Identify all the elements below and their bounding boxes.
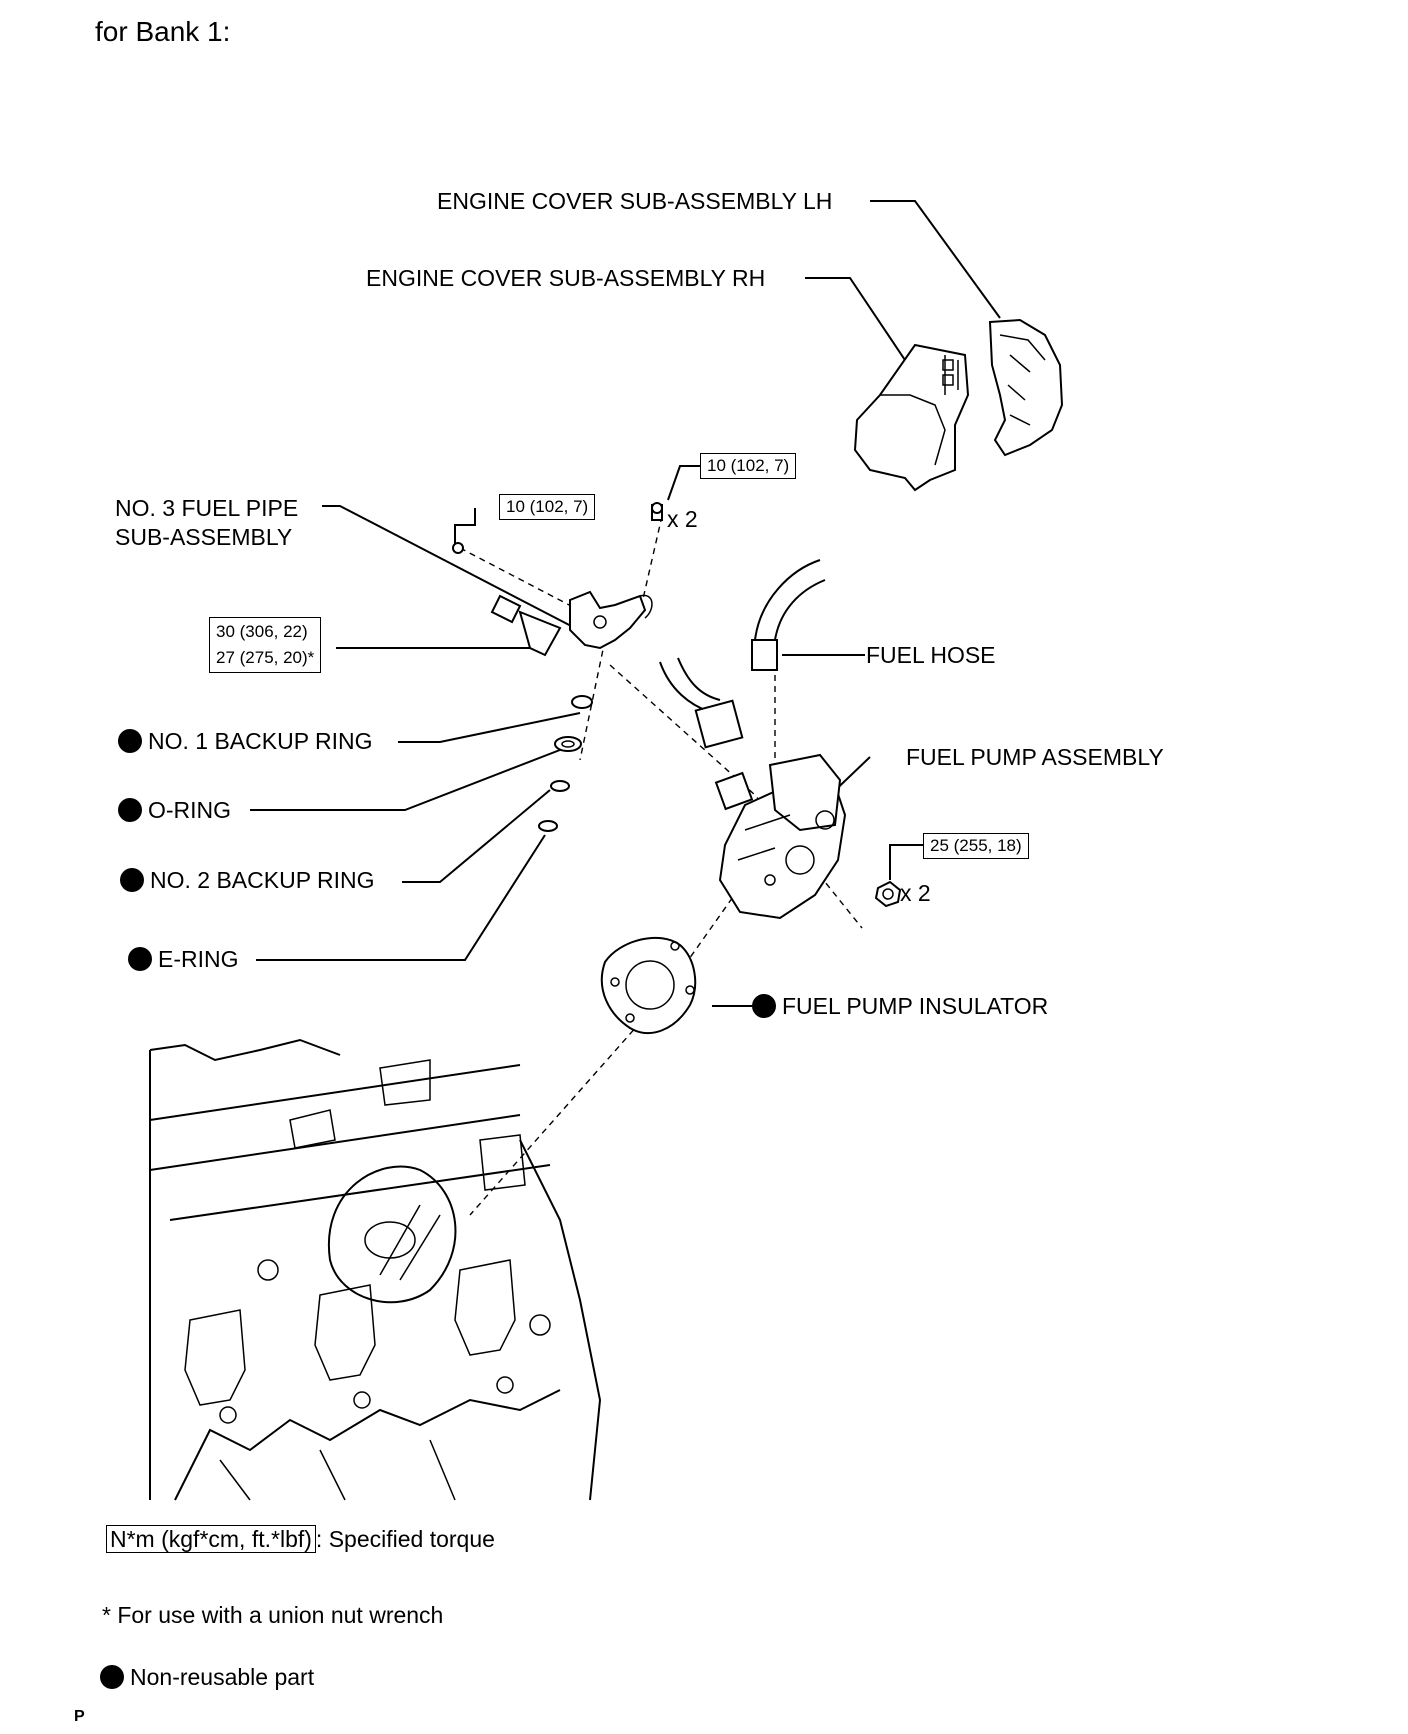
legend-torque: N*m (kgf*cm, ft.*lbf): Specified torque [106,1525,495,1553]
fuel-hose-drawing [659,559,826,749]
non-reusable-dot-icon [118,729,142,753]
label-fuel-pipe-line2: SUB-ASSEMBLY [115,524,293,550]
non-reusable-dot-icon [120,868,144,892]
label-o-ring-text: O-RING [148,797,232,823]
torque-union-nut-line2: 27 (275, 20)* [216,648,315,667]
fuel-pipe-bolt [452,542,464,554]
fuel-pump-drawing [714,753,847,920]
label-engine-cover-lh: ENGINE COVER SUB-ASSEMBLY LH [437,188,833,214]
legend-torque-text: : Specified torque [315,1526,495,1552]
rings [538,695,593,832]
legend-non-reusable-text: Non-reusable part [130,1664,315,1690]
label-o-ring: O-RING [118,797,231,823]
leader-lines [250,200,1001,1007]
label-fuel-hose: FUEL HOSE [866,642,996,668]
legend-union-note: * For use with a union nut wrench [102,1602,444,1628]
non-reusable-dot-icon [752,994,776,1018]
engine-cover-rh [853,343,970,492]
corner-mark: P [74,1708,85,1725]
torque-pump-bolt: 10 (102, 7) [700,453,797,479]
torque-pipe-bolt: 10 (102, 7) [499,494,596,520]
label-no-1-backup-ring-text: NO. 1 BACKUP RING [148,728,373,754]
label-no-1-backup-ring: NO. 1 BACKUP RING [118,728,373,754]
torque-union-nut-line1: 30 (306, 22) [216,622,308,641]
qty-pump-nut: x 2 [900,880,931,906]
fuel-pump-insulator-drawing [600,936,697,1034]
engine-block-drawing [149,1038,602,1501]
label-e-ring-text: E-RING [158,946,239,972]
non-reusable-dot-icon [118,798,142,822]
fuel-pump-bolts [651,502,663,521]
engine-cover-lh [988,318,1064,457]
no-3-fuel-pipe [490,590,653,657]
legend-non-reusable: Non-reusable part [100,1664,314,1691]
label-fuel-pipe-line1: NO. 3 FUEL PIPE [115,495,299,521]
qty-pump-bolt: x 2 [667,506,698,532]
torque-pump-nut: 25 (255, 18) [923,833,1029,859]
fuel-pump-nuts [874,880,902,908]
torque-union-nut: 30 (306, 22) 27 (275, 20)* [209,617,322,673]
label-fuel-pump-assembly: FUEL PUMP ASSEMBLY [906,744,1164,770]
label-fuel-pump-insulator: FUEL PUMP INSULATOR [752,993,1048,1019]
label-engine-cover-rh: ENGINE COVER SUB-ASSEMBLY RH [366,265,766,291]
non-reusable-dot-icon [100,1665,124,1689]
label-no-2-backup-ring: NO. 2 BACKUP RING [120,867,375,893]
label-e-ring: E-RING [128,946,239,972]
label-no-2-backup-ring-text: NO. 2 BACKUP RING [150,867,375,893]
legend-torque-box: N*m (kgf*cm, ft.*lbf) [106,1525,316,1553]
page-heading: for Bank 1: [95,16,231,47]
label-fuel-pump-insulator-text: FUEL PUMP INSULATOR [782,993,1049,1019]
non-reusable-dot-icon [128,947,152,971]
